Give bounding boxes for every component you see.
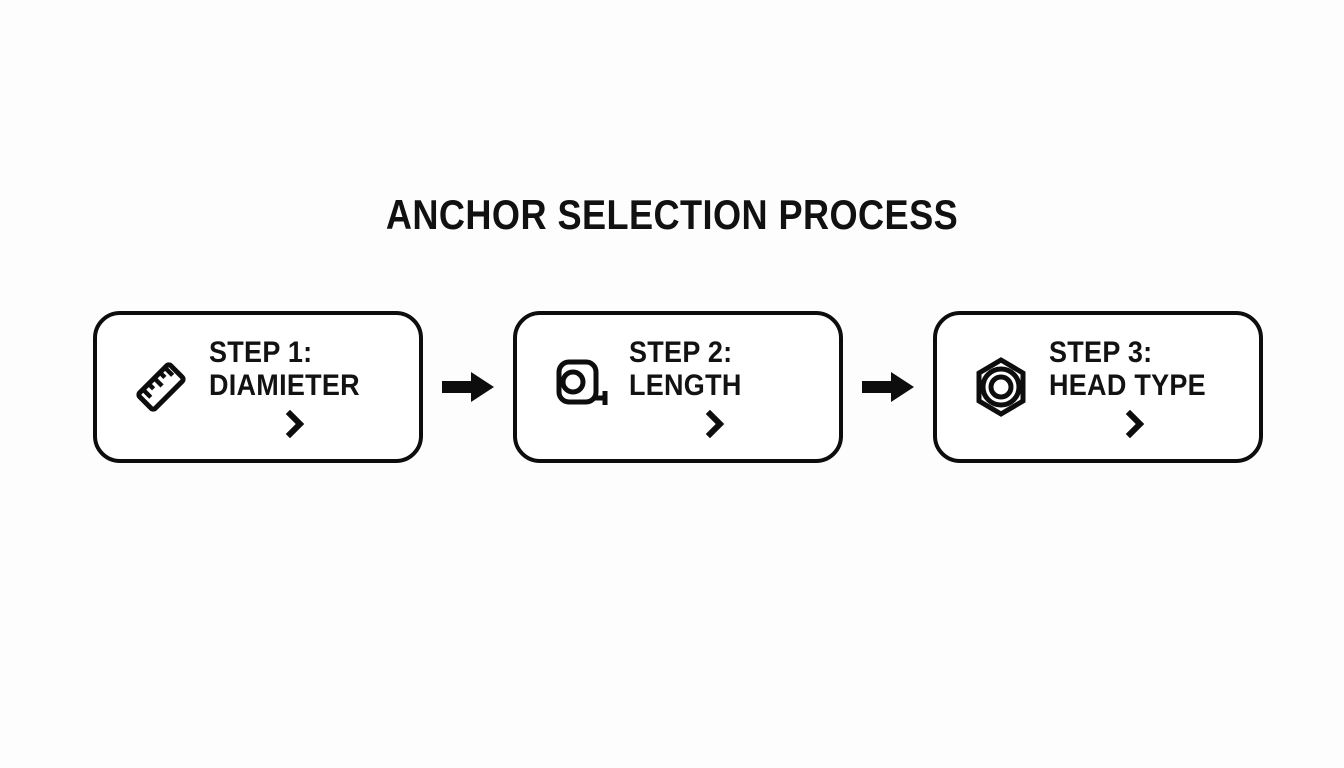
process-flow: STEP 1: DIAMIETER: [93, 311, 1263, 463]
arrow-right-icon: [442, 372, 494, 402]
arrow-right-icon: [862, 372, 914, 402]
step-card-1-chevron[interactable]: [209, 409, 409, 439]
chevron-right-icon: [285, 409, 305, 438]
step-card-2-body: STEP 2: LENGTH: [629, 336, 839, 439]
hex-nut-icon: [953, 356, 1049, 418]
flow-connector-2: [843, 370, 933, 404]
step-card-1[interactable]: STEP 1: DIAMIETER: [93, 311, 423, 463]
step-card-3-chevron[interactable]: [1049, 409, 1249, 439]
step-card-3[interactable]: STEP 3: HEAD TYPE: [933, 311, 1263, 463]
step-card-2-chevron[interactable]: [629, 409, 829, 439]
step-card-3-body: STEP 3: HEAD TYPE: [1049, 336, 1259, 439]
step-card-2-line1: STEP 2:: [629, 335, 733, 369]
step-card-3-line2: HEAD TYPE: [1049, 368, 1206, 402]
step-card-1-body: STEP 1: DIAMIETER: [209, 336, 419, 439]
step-card-2[interactable]: STEP 2: LENGTH: [513, 311, 843, 463]
flow-connector-1: [423, 370, 513, 404]
chevron-right-icon: [1125, 409, 1145, 438]
step-card-3-line1: STEP 3:: [1049, 335, 1153, 369]
page-title: ANCHOR SELECTION PROCESS: [385, 191, 959, 238]
chevron-right-icon: [705, 409, 725, 438]
step-card-1-line2: DIAMIETER: [209, 368, 360, 402]
step-card-2-line2: LENGTH: [629, 368, 742, 402]
step-card-1-line1: STEP 1:: [209, 335, 313, 369]
tape-measure-icon: [533, 359, 629, 415]
ruler-icon: [113, 356, 209, 418]
